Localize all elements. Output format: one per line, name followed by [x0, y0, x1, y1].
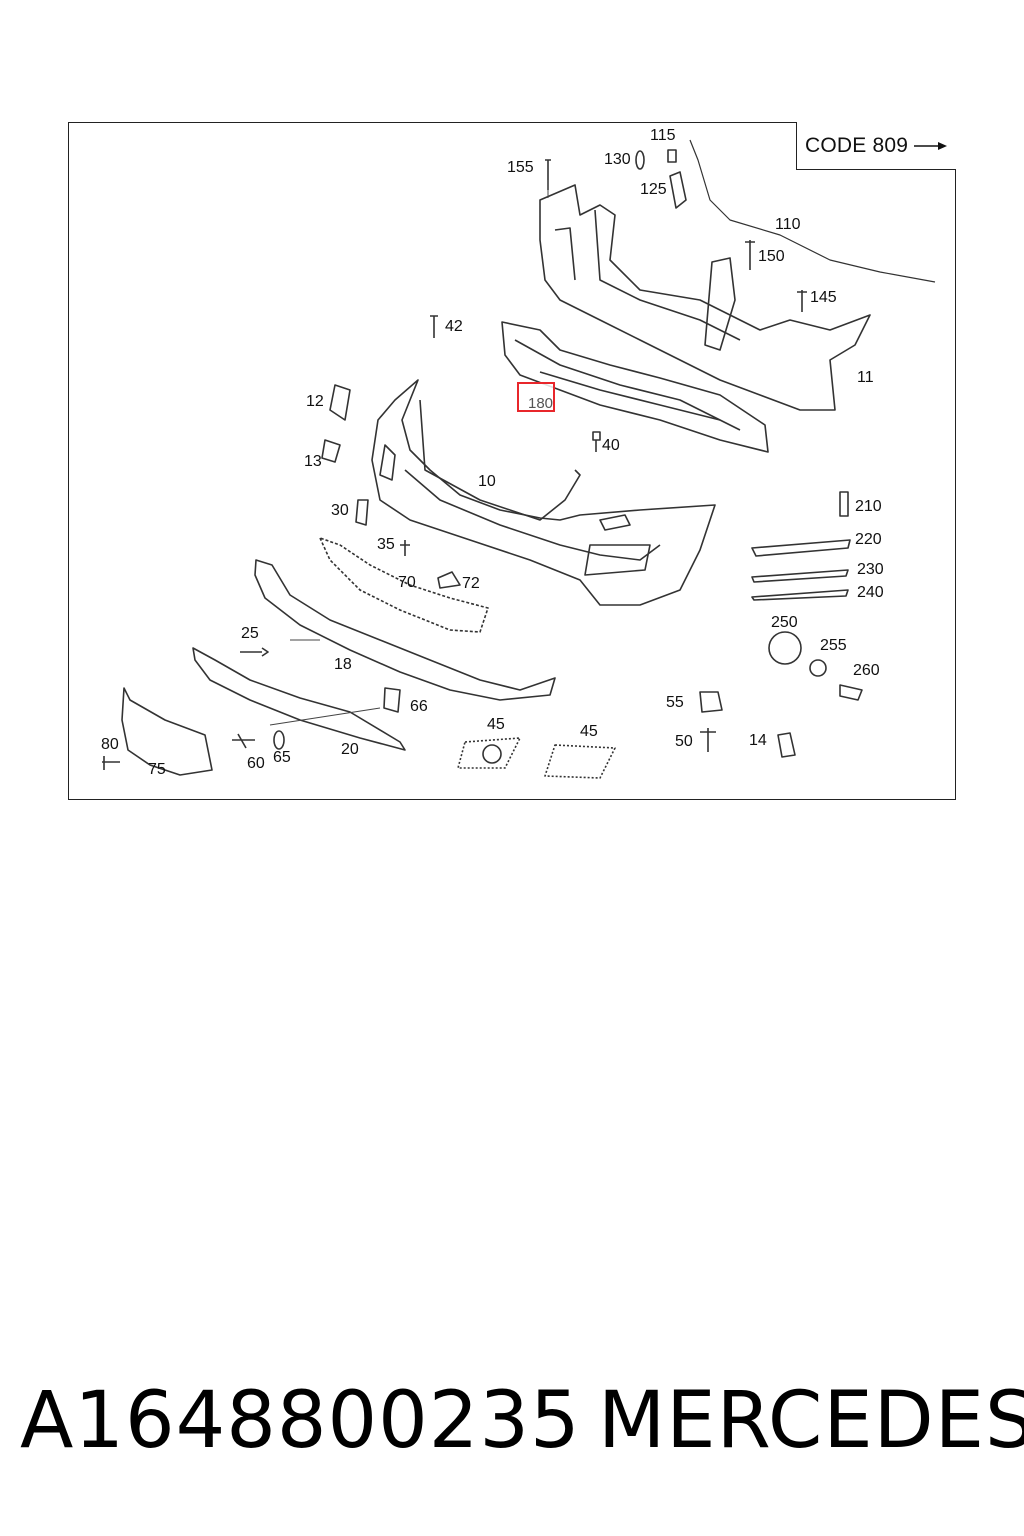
callout-35: 35 — [377, 536, 395, 553]
plate-holder-part — [121, 687, 213, 776]
callout-20: 20 — [341, 741, 359, 758]
callout-65: 65 — [273, 749, 291, 766]
callout-115: 115 — [650, 127, 676, 144]
bumper-beam-part — [501, 321, 769, 453]
callout-250: 250 — [771, 614, 798, 631]
callout-260: 260 — [853, 662, 880, 679]
callout-150: 150 — [758, 248, 785, 265]
callout-210: 210 — [855, 498, 882, 515]
callout-155: 155 — [507, 159, 534, 176]
callout-80: 80 — [101, 736, 119, 753]
callout-18: 18 — [334, 656, 352, 673]
highlight-box-180[interactable] — [517, 382, 555, 412]
callout-66: 66 — [410, 698, 428, 715]
callout-50: 50 — [675, 733, 693, 750]
footer: A1648800235 MERCEDES — [20, 1376, 1024, 1466]
callout-45-right: 45 — [580, 723, 598, 740]
lower-grille-part — [319, 537, 489, 633]
callout-145: 145 — [810, 289, 837, 306]
callout-240: 240 — [857, 584, 884, 601]
part-number: A1648800235 — [20, 1376, 581, 1466]
lower-trim-part — [192, 647, 406, 751]
right-arrow-icon — [914, 141, 948, 150]
brand-name: MERCEDES — [598, 1376, 1024, 1466]
callout-10: 10 — [478, 473, 496, 490]
fog-grille-right — [544, 744, 616, 779]
spoiler-part — [254, 559, 556, 701]
callout-45-left: 45 — [487, 716, 505, 733]
callout-42: 42 — [445, 318, 463, 335]
bumper-cover-part — [371, 379, 716, 606]
callout-12: 12 — [306, 393, 324, 410]
callout-25: 25 — [241, 625, 259, 642]
callout-230: 230 — [857, 561, 884, 578]
callout-75: 75 — [148, 761, 166, 778]
callout-14: 14 — [749, 732, 767, 749]
callout-55: 55 — [666, 694, 684, 711]
diagram-frame — [68, 122, 956, 800]
callout-255: 255 — [820, 637, 847, 654]
callout-110: 110 — [775, 216, 801, 233]
callout-13: 13 — [304, 453, 322, 470]
callout-220: 220 — [855, 531, 882, 548]
callout-125: 125 — [640, 181, 667, 198]
callout-70: 70 — [398, 574, 416, 591]
fog-grille-left — [457, 737, 521, 769]
code-label: CODE 809 — [805, 133, 909, 157]
callout-11: 11 — [857, 369, 874, 386]
code-809-box: CODE 809 — [796, 122, 956, 170]
callout-130: 130 — [604, 151, 631, 168]
callout-72: 72 — [462, 575, 480, 592]
callout-60: 60 — [247, 755, 265, 772]
callout-40: 40 — [602, 437, 620, 454]
callout-180-highlighted: 180 — [528, 395, 554, 412]
callout-30: 30 — [331, 502, 349, 519]
front-carrier-part — [539, 184, 871, 411]
